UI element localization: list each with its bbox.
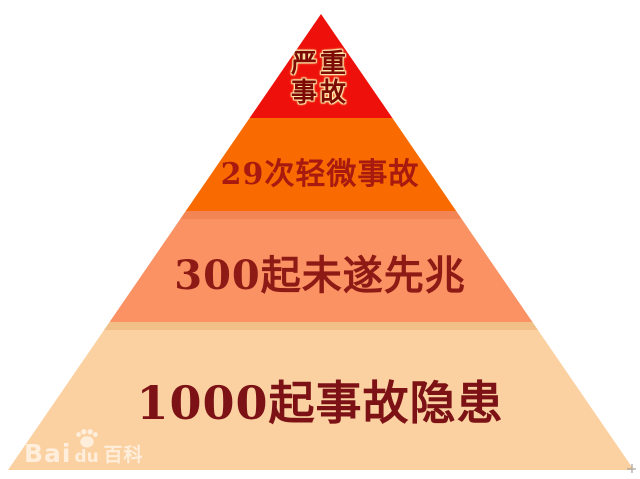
pyramid-level-minor-accidents: 29次轻微事故 — [8, 118, 634, 211]
pyramid-level-near-misses: 300起未遂先兆 — [8, 211, 634, 322]
level-severe-label: 严重 事故 — [290, 48, 349, 108]
level-severe-label-line-2: 事故 — [290, 77, 349, 108]
corner-cursor-artifact — [627, 464, 636, 473]
level-hazard-label: 1000起事故隐患 — [136, 376, 504, 430]
pyramid-level-hidden-hazards: 1000起事故隐患 — [8, 322, 634, 470]
level-severe-label-line-1: 严重 — [290, 48, 349, 79]
level-minor-label: 29次轻微事故 — [220, 157, 420, 192]
level-near-miss-label: 300起未遂先兆 — [174, 252, 466, 299]
pyramid-level-severe-accidents: 严重 事故 — [8, 14, 634, 118]
